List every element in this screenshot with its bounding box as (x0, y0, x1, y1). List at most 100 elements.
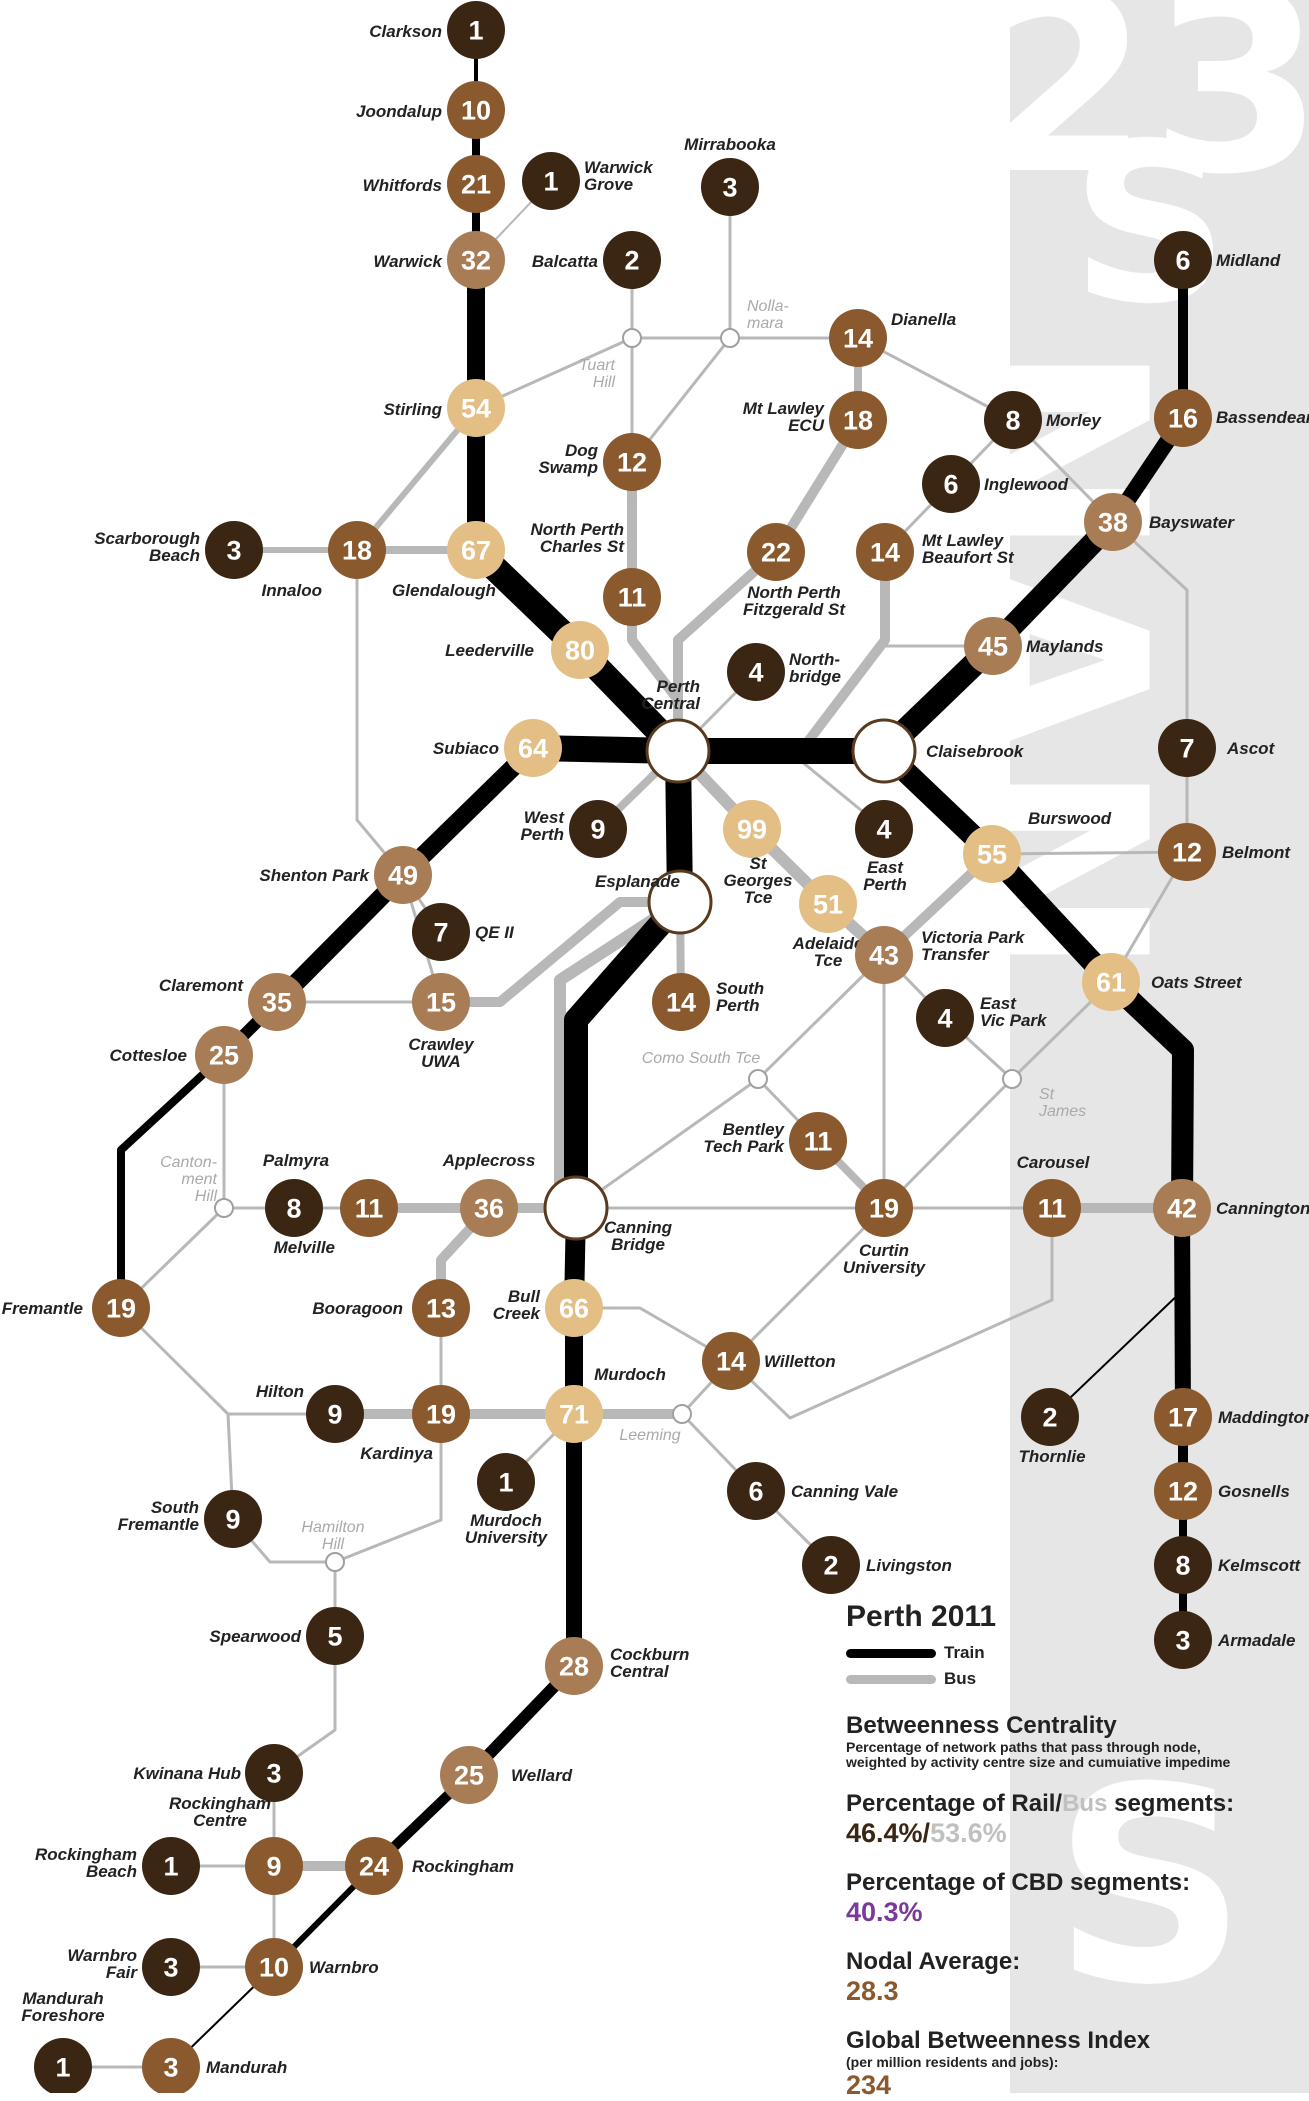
kelmscott-circle (1154, 1536, 1212, 1594)
east-perth-value: 4 (876, 815, 891, 845)
dianella-label: Dianella (891, 310, 956, 329)
mirrabooka-circle (701, 158, 759, 216)
ascot-circle (1158, 719, 1216, 777)
carousel-circle (1023, 1179, 1081, 1237)
rockingham-beach-circle (142, 1837, 200, 1895)
train-key: Train (846, 1640, 1306, 1666)
booragoon-value: 13 (426, 1294, 456, 1324)
mt-lawley-ecu-value: 18 (843, 406, 873, 436)
stirling-value: 54 (461, 394, 491, 424)
applecross-circle (460, 1179, 518, 1237)
booragoon-node: 13 Booragoon (312, 1279, 470, 1337)
wellard-label: Wellard (511, 1766, 573, 1785)
victoria-park-value: 43 (869, 941, 899, 971)
nodal-value: 28.3 (846, 1976, 899, 2006)
burswood-circle (963, 825, 1021, 883)
cannington-value: 42 (1167, 1194, 1197, 1224)
qe-ii-label: QE II (475, 923, 515, 942)
warwick-label: Warwick (373, 252, 443, 271)
rail-bus-heading-bus: Bus (1062, 1790, 1108, 1817)
esplanade-to-canning-bridge-link (564, 890, 692, 1220)
spearwood-circle (306, 1607, 364, 1665)
oats-street-value: 61 (1096, 968, 1126, 998)
willetton-circle (702, 1332, 760, 1390)
hamilton-hill-junction (325, 1552, 345, 1572)
train-key-label: Train (944, 1643, 985, 1662)
nodal-heading: Nodal Average: (846, 1948, 1021, 1975)
cockburn-central-circle (545, 1637, 603, 1695)
warnbro-circle (245, 1938, 303, 1996)
bus-key-label: Bus (944, 1669, 977, 1688)
rockingham-centre-value: 9 (266, 1852, 281, 1882)
gbi-sub: (per million residents and jobs): (846, 2054, 1059, 2070)
mandurah-circle (142, 2038, 200, 2093)
armadale-value: 3 (1175, 1626, 1190, 1656)
east-perth-circle (855, 800, 913, 858)
warnbro-fair-value: 3 (163, 1953, 178, 1983)
clarkson-circle (447, 1, 505, 59)
stirling-to-innaloo-link (354, 405, 479, 553)
kwinana-hub-label: Kwinana Hub (133, 1764, 241, 1783)
victoria-park-to-como-link (756, 953, 886, 1081)
shenton-park-to-subiaco-link (394, 739, 542, 884)
booragoon-label: Booragoon (312, 1299, 403, 1318)
deco-letters: S (1053, 1729, 1247, 2044)
como-label: Como South Tce (642, 1050, 761, 1067)
adelaide-tce-value: 51 (813, 890, 843, 920)
kardinya-label: Kardinya (360, 1444, 433, 1463)
inglewood-value: 6 (943, 470, 958, 500)
north-perth-fitzgerald-circle (747, 523, 805, 581)
canning-bridge-value: 109 (555, 1195, 597, 1223)
mandurah-foreshore-value: 1 (55, 2053, 70, 2083)
gosnells-value: 12 (1168, 1477, 1198, 1507)
subiaco-label: Subiaco (433, 739, 499, 758)
legend: Perth 2011 Train Bus Betweenness Central… (846, 1600, 1306, 2101)
kwinana-hub-circle (245, 1744, 303, 1802)
leeming-label: Leeming (619, 1427, 680, 1444)
murdoch-university-circle (477, 1453, 535, 1511)
palmyra-label: Palmyra (263, 1151, 329, 1170)
thornlie-value: 2 (1042, 1403, 1057, 1433)
inglewood-circle (922, 455, 980, 513)
balcatta-circle (603, 231, 661, 289)
innaloo-value: 18 (342, 536, 372, 566)
mt-lawley-beaufort-circle (856, 523, 914, 581)
claremont-to-shenton-park-link (268, 866, 412, 1011)
willetton-label: Willetton (764, 1352, 836, 1371)
bentley-circle (789, 1112, 847, 1170)
maddington-value: 17 (1168, 1403, 1198, 1433)
gbi-heading: Global Betweenness Index (846, 2027, 1151, 2054)
midland-label: Midland (1216, 251, 1281, 270)
